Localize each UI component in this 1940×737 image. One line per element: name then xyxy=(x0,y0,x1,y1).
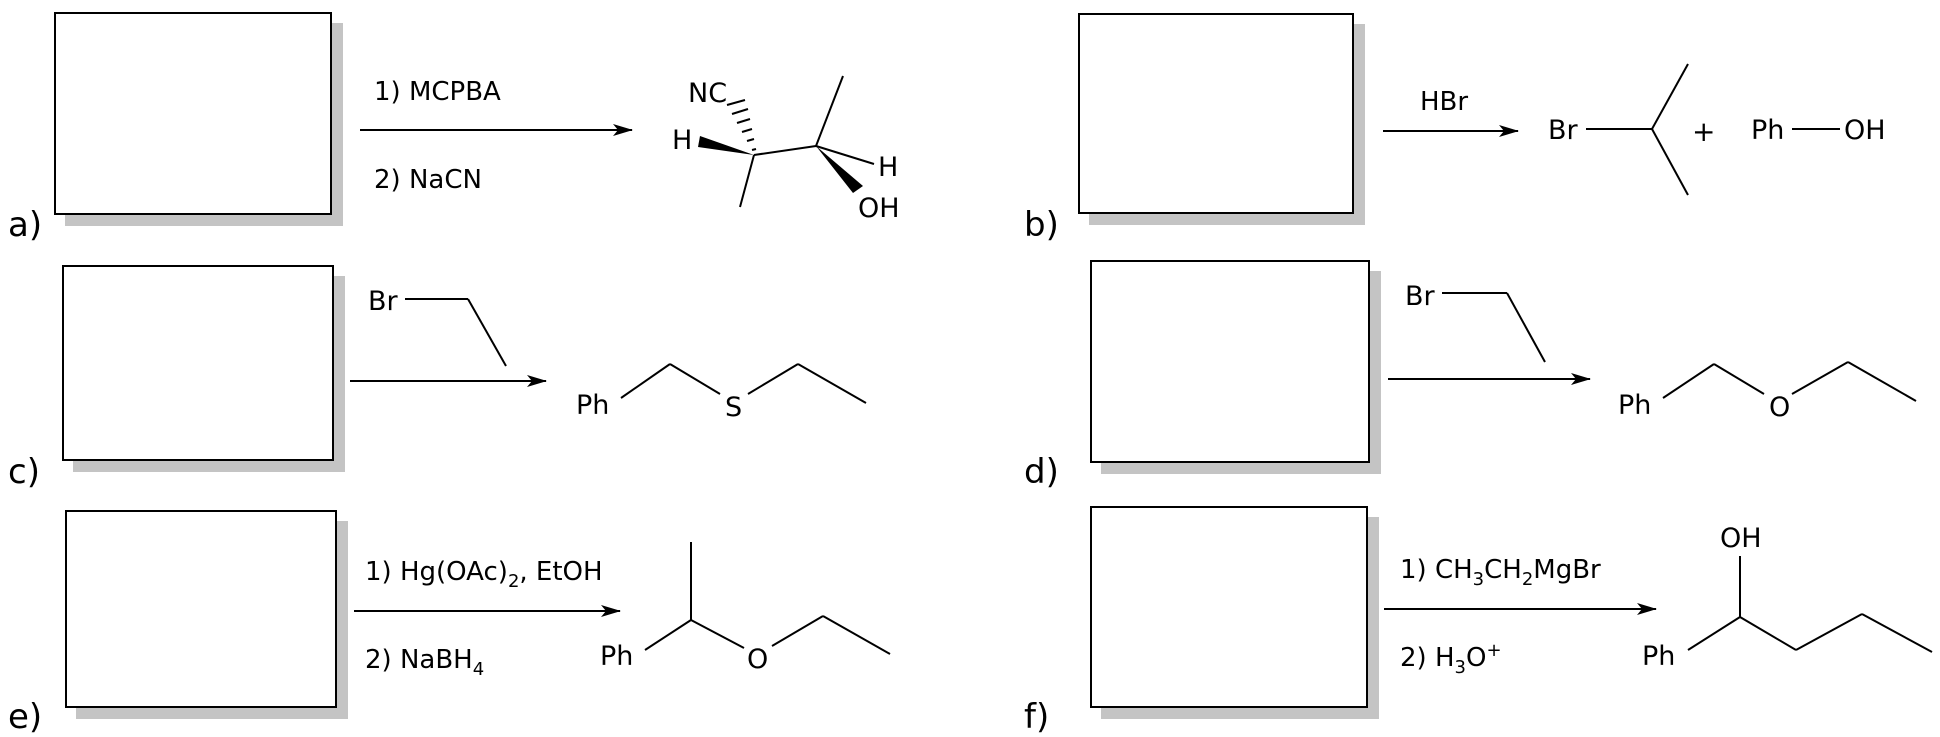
answer-box-a[interactable] xyxy=(54,12,332,215)
atom-ph-c: Ph xyxy=(576,390,609,421)
bond-o-ch2-e xyxy=(771,615,824,647)
bond-c-methyl-bottom xyxy=(1651,128,1689,196)
bond-c2-methyl xyxy=(815,75,844,147)
bond-ch2-ch3-e xyxy=(822,615,891,655)
reagent-atom-br-d: Br xyxy=(1405,281,1436,312)
atom-ph-d: Ph xyxy=(1618,390,1651,421)
reagent-step1-a: 1) MCPBA xyxy=(374,77,501,107)
bond-c-ch2-f xyxy=(1739,616,1797,651)
bond-o-ch2-d xyxy=(1791,361,1849,395)
bond-ch2-ch3-d xyxy=(1506,292,1546,363)
reagent-b: HBr xyxy=(1420,87,1468,117)
reagent-atom-br-c: Br xyxy=(368,286,399,317)
panel-label-d: d) xyxy=(1024,452,1059,492)
bond-ph-c-f xyxy=(1687,616,1741,651)
atom-ph-b: Ph xyxy=(1751,115,1784,146)
answer-box-f[interactable] xyxy=(1090,506,1368,708)
reagent-step2-f: 2) H3O+ xyxy=(1400,640,1502,678)
plus-sign: + xyxy=(1692,115,1715,148)
panel-label-b: b) xyxy=(1024,205,1059,245)
panel-label-f: f) xyxy=(1024,697,1050,737)
atom-h-left: H xyxy=(672,125,692,156)
bond-ph-ch2-d xyxy=(1662,363,1715,399)
wedge-oh xyxy=(816,146,863,193)
reagent-step2-e: 2) NaBH4 xyxy=(365,645,484,680)
atom-nc: NC xyxy=(688,78,727,109)
bond-ch2-ch2-f xyxy=(1795,613,1863,651)
answer-box-d[interactable] xyxy=(1090,260,1370,463)
bond-ch2-ch3-f xyxy=(1861,613,1933,653)
bond-ph-ch2-c xyxy=(620,363,671,399)
atom-ph-f: Ph xyxy=(1642,641,1675,672)
reagent-step2-a: 2) NaCN xyxy=(374,165,482,195)
atom-oh-b: OH xyxy=(1844,115,1886,146)
bond-c1-methyl xyxy=(739,154,755,208)
panel-label-a: a) xyxy=(8,205,43,245)
hashed-wedge-nc xyxy=(726,99,757,151)
bond-ph-ch-e xyxy=(644,619,692,651)
bond-c1-c2 xyxy=(753,145,817,156)
atom-br: Br xyxy=(1548,115,1579,146)
bond-ch2-o-d xyxy=(1713,363,1765,395)
bond-ch-o-e xyxy=(690,619,745,649)
answer-box-e[interactable] xyxy=(65,510,337,708)
atom-s: S xyxy=(725,392,742,423)
atom-o-d: O xyxy=(1769,392,1790,423)
bond-ch2-s xyxy=(669,363,721,395)
atom-oh-f: OH xyxy=(1720,523,1762,554)
wedge-h-left xyxy=(698,136,754,155)
bond-c-methyl-top xyxy=(1651,63,1689,130)
bond-c2-h xyxy=(815,145,875,165)
atom-oh: OH xyxy=(858,193,900,224)
reagent-step1-f: 1) CH3CH2MgBr xyxy=(1400,555,1601,590)
atom-ph-e: Ph xyxy=(600,641,633,672)
atom-o-e: O xyxy=(747,644,768,675)
reagent-step1-e: 1) Hg(OAc)2, EtOH xyxy=(365,557,603,592)
panel-label-e: e) xyxy=(8,697,43,737)
bond-ch2-ch3 xyxy=(797,363,867,404)
atom-h-right: H xyxy=(878,152,898,183)
bond-s-ch2 xyxy=(747,363,799,395)
bond-ch2-ch3-end-d xyxy=(1847,361,1917,402)
bond-ch2-ch3-c xyxy=(467,298,507,367)
answer-box-b[interactable] xyxy=(1078,13,1354,214)
panel-label-c: c) xyxy=(8,452,40,492)
answer-box-c[interactable] xyxy=(62,265,334,461)
